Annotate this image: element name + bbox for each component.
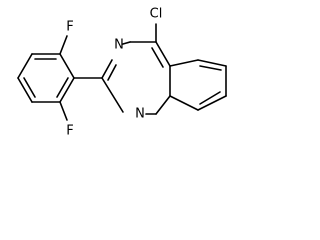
bond-c4a-c5 <box>169 59 199 67</box>
bond-phenyl-double-right <box>56 77 69 98</box>
bond-phenyl-c6-c1 <box>59 77 75 103</box>
bond-n-top-c4 <box>122 41 131 45</box>
bond-c-f-bottom <box>59 101 68 121</box>
bond-benzo-double-top <box>199 65 222 71</box>
bond-c7-c8 <box>197 95 227 111</box>
bond-lines <box>17 23 227 121</box>
bond-n-bottom-c2 <box>101 77 124 113</box>
chemical-structure-diagram: Cl N N F F <box>17 7 227 139</box>
bond-phenyl-c3-c4 <box>17 53 33 79</box>
bond-c-f-top <box>59 35 68 55</box>
bond-phenyl-double-left <box>23 77 36 98</box>
bond-benzo-double-right <box>199 91 221 105</box>
atom-label-chlorine: Cl <box>150 7 163 22</box>
bond-c5-c6 <box>197 59 227 67</box>
bond-phenyl-c4-c5 <box>17 77 33 103</box>
atom-label-nitrogen-bottom: N <box>135 107 145 122</box>
bond-phenyl-c1-c2 <box>59 53 75 79</box>
bond-c2-n-top-double <box>107 64 117 81</box>
bond-c4-c4a-double <box>151 47 164 68</box>
bond-c8-c8a <box>169 95 199 111</box>
bond-c2-n-top <box>101 59 113 79</box>
atom-label-fluorine-top: F <box>66 20 73 35</box>
atom-label-nitrogen-top: N <box>114 38 124 53</box>
atom-label-fluorine-bottom: F <box>66 124 73 139</box>
bond-c4-c4a <box>155 41 171 67</box>
bond-c8a-n-bottom <box>155 95 171 115</box>
